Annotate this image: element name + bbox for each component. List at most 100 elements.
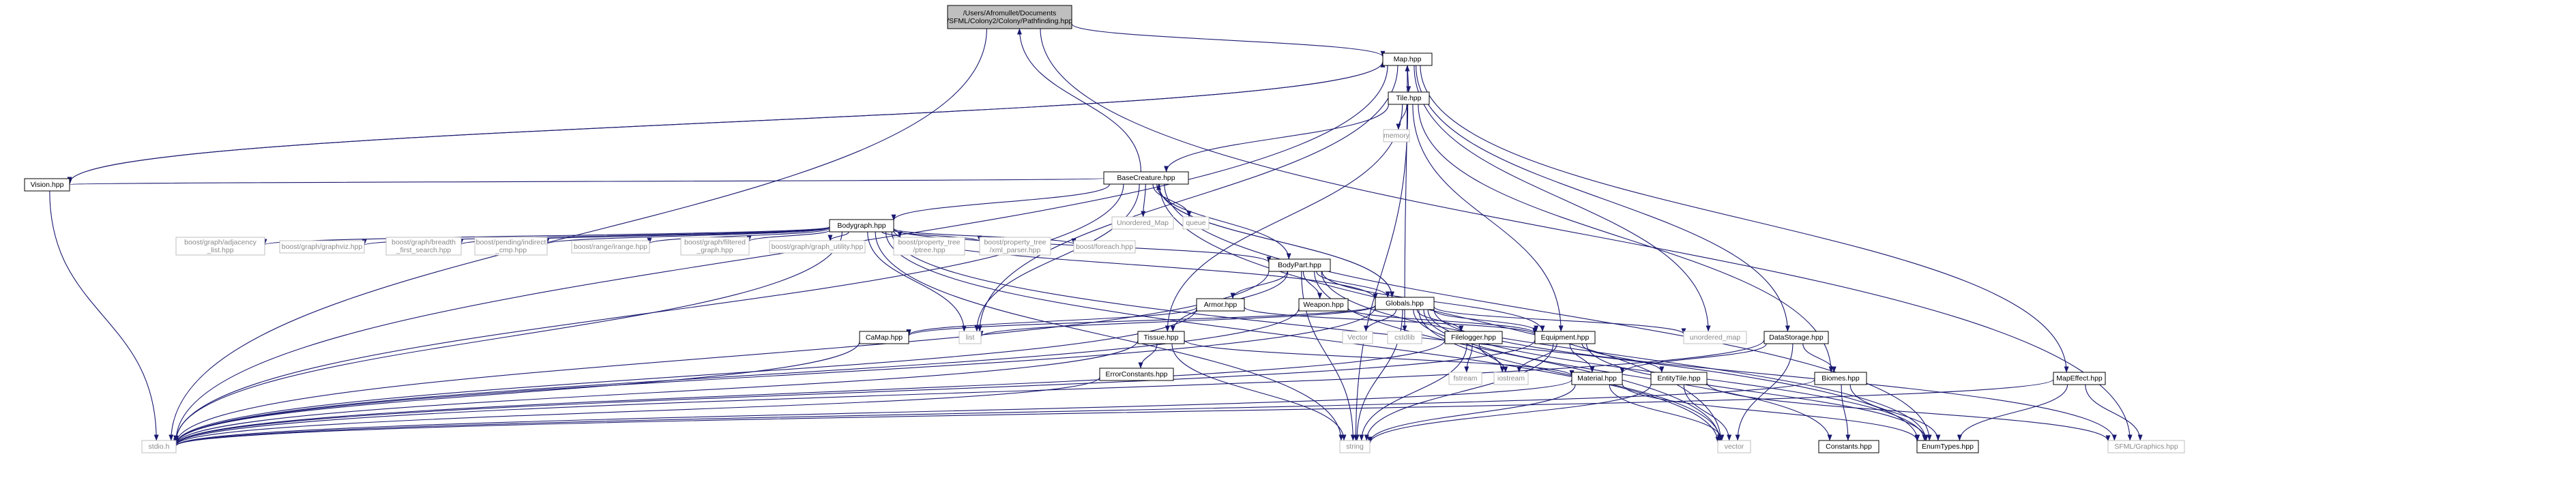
edge-root-to-map xyxy=(1071,23,1386,57)
node-globals[interactable]: Globals.hpp xyxy=(1375,297,1435,310)
node-label: Constants.hpp xyxy=(1826,443,1872,451)
edge-equipment-to-iostream xyxy=(1517,343,1557,373)
node-string: string xyxy=(1339,440,1371,453)
node-label: /SFML/Colony2/Colony/Pathfinding.hpp xyxy=(947,17,1072,25)
edge-tile-to-biomes xyxy=(1418,104,1834,373)
node-label: CaMap.hpp xyxy=(866,333,903,342)
edge-globals-to-filelogger xyxy=(1416,309,1464,332)
edge-datastorage-to-biomes xyxy=(1802,343,1836,373)
node-biomes[interactable]: Biomes.hpp xyxy=(1814,372,1867,385)
node-stdio: stdio.h xyxy=(141,440,177,453)
node-root[interactable]: /Users/Afromullet/Documents/SFML/Colony2… xyxy=(947,5,1072,29)
edge-armor-to-camap xyxy=(906,306,1197,335)
node-box xyxy=(1375,297,1435,310)
edge-equipment-to-entitytile xyxy=(1581,343,1665,373)
edge-map-to-unordered_map xyxy=(1414,65,1711,332)
edge-map-to-tile xyxy=(1406,65,1411,93)
node-list: list xyxy=(958,331,982,344)
node-label: Vector xyxy=(1347,333,1368,342)
node-enumtypes[interactable]: EnumTypes.hpp xyxy=(1916,440,1979,453)
edge-basecreature-to-vector xyxy=(1159,183,1723,441)
node-box xyxy=(474,237,548,256)
node-tissue[interactable]: Tissue.hpp xyxy=(1137,331,1185,344)
edge-tissue-to-string xyxy=(1171,343,1347,441)
edge-globals-to-constants xyxy=(1423,309,1832,441)
node-label: memory xyxy=(1384,132,1410,140)
edge-globals-to-camap xyxy=(906,305,1376,337)
node-label: Tissue.hpp xyxy=(1144,333,1179,342)
node-label: queue xyxy=(1186,219,1205,227)
node-vector: vector xyxy=(1717,440,1751,453)
node-box xyxy=(1493,372,1529,385)
edge-vision-to-map xyxy=(69,61,1386,183)
edge-tissue-to-material xyxy=(1184,339,1575,376)
node-label: Equipment.hpp xyxy=(1541,333,1590,342)
edge-basecreature-to-root xyxy=(1016,28,1141,173)
node-label: boost/graph/graphviz.hpp xyxy=(282,243,363,251)
edge-globals-to-stdio xyxy=(173,306,1376,445)
edge-bodypart-to-weapon xyxy=(1302,271,1323,299)
node-bp_ind: boost/pending/indirect_cmp.hpp xyxy=(474,237,548,256)
edge-errorconstants-to-stdio xyxy=(173,376,1100,446)
edge-biomes-to-stdio xyxy=(173,379,1815,447)
node-vision[interactable]: Vision.hpp xyxy=(24,178,70,192)
edge-weapon-to-stdio xyxy=(173,308,1300,445)
node-constants[interactable]: Constants.hpp xyxy=(1818,440,1879,453)
node-label: boost/graph/breadth xyxy=(392,238,456,246)
node-label: /ptree.hpp xyxy=(913,246,945,254)
node-label: iostream xyxy=(1497,374,1525,383)
node-weapon[interactable]: Weapon.hpp xyxy=(1298,298,1349,312)
node-armor[interactable]: Armor.hpp xyxy=(1196,298,1245,312)
node-vector_cap: Vector xyxy=(1342,331,1373,344)
node-box xyxy=(1534,331,1596,344)
edge-bodypart-to-globals xyxy=(1316,271,1390,298)
edge-globals-to-basecreature xyxy=(1156,183,1393,298)
node-tile[interactable]: Tile.hpp xyxy=(1388,91,1430,105)
node-box xyxy=(1387,331,1422,344)
node-label: /xml_parser.hpp xyxy=(990,246,1041,254)
node-label: Globals.hpp xyxy=(1386,299,1424,308)
node-bodygraph[interactable]: Bodygraph.hpp xyxy=(829,219,894,233)
edge-mapeffect-to-sfml_graphics xyxy=(2085,384,2143,441)
node-box xyxy=(1339,440,1371,453)
node-box xyxy=(1916,440,1979,453)
edge-map-to-stdio xyxy=(173,65,1388,442)
node-bg_filt: boost/graph/filtered_graph.hpp xyxy=(680,237,750,256)
node-camap[interactable]: CaMap.hpp xyxy=(859,331,909,344)
node-label: Unordered_Map xyxy=(1117,219,1169,227)
node-box xyxy=(1650,372,1708,385)
edge-bodygraph-to-bpt_xml xyxy=(893,229,982,242)
node-filelogger[interactable]: Filelogger.hpp xyxy=(1444,331,1503,344)
node-label: BodyPart.hpp xyxy=(1278,261,1321,269)
node-label: BaseCreature.hpp xyxy=(1117,174,1175,182)
node-box xyxy=(1571,372,1623,385)
node-box xyxy=(1683,331,1747,344)
node-datastorage[interactable]: DataStorage.hpp xyxy=(1763,331,1829,344)
edge-equipment-to-stdio xyxy=(173,340,1536,446)
node-mapeffect[interactable]: MapEffect.hpp xyxy=(2053,372,2106,385)
node-label: _graph.hpp xyxy=(696,246,733,254)
node-unordered_map: unordered_map xyxy=(1683,331,1747,344)
node-box xyxy=(1448,372,1482,385)
edge-entitytile-to-string xyxy=(1367,384,1652,444)
node-entitytile[interactable]: EntityTile.hpp xyxy=(1650,372,1708,385)
edge-biomes-to-enumtypes xyxy=(1849,384,1941,441)
node-errorconstants[interactable]: ErrorConstants.hpp xyxy=(1099,368,1174,381)
edge-basecreature-to-vision xyxy=(69,177,1104,185)
edge-bodygraph-to-bg_util xyxy=(828,231,849,241)
edge-material-to-stdio xyxy=(173,379,1572,447)
node-label: Map.hpp xyxy=(1394,55,1422,63)
node-material[interactable]: Material.hpp xyxy=(1571,372,1623,385)
node-box xyxy=(958,331,982,344)
node-equipment[interactable]: Equipment.hpp xyxy=(1534,331,1596,344)
node-box xyxy=(1099,368,1174,381)
node-bodypart[interactable]: BodyPart.hpp xyxy=(1268,258,1331,272)
edge-layer xyxy=(49,23,2143,447)
node-map[interactable]: Map.hpp xyxy=(1382,53,1433,66)
node-layer: /Users/Afromullet/Documents/SFML/Colony2… xyxy=(24,5,2185,453)
edge-bodypart-to-armor xyxy=(1230,271,1288,299)
node-basecreature[interactable]: BaseCreature.hpp xyxy=(1103,171,1189,185)
node-box xyxy=(893,237,965,256)
node-box xyxy=(1268,258,1331,272)
edge-material-to-string xyxy=(1367,384,1576,443)
